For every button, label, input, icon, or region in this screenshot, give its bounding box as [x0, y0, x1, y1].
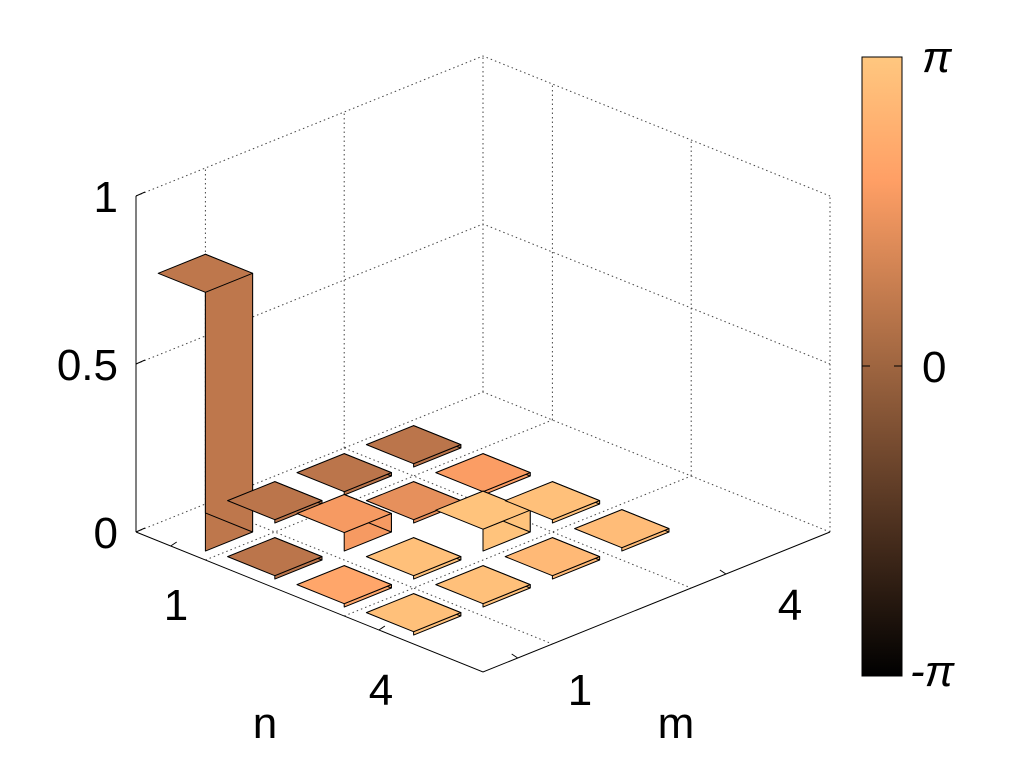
colorbar-tick-label: 0	[922, 343, 946, 392]
floor-axis-line	[135, 531, 831, 673]
bar-side-face	[204, 253, 254, 533]
bar-top-face	[365, 537, 462, 577]
n-axis-label: n	[253, 699, 277, 748]
n-tick	[378, 625, 386, 631]
m-tick-label: 4	[778, 581, 802, 630]
colorbar-tick-label: -π	[910, 647, 956, 696]
m-tick	[511, 653, 518, 659]
m-tick-label: 1	[568, 666, 592, 715]
bar-top-face	[296, 493, 392, 534]
grid-line	[135, 55, 831, 197]
z-tick	[135, 527, 146, 533]
bar	[365, 593, 462, 636]
bar	[504, 537, 601, 580]
bar	[296, 565, 392, 608]
bar	[296, 493, 392, 552]
z-tick-label: 0.5	[57, 341, 118, 390]
bar	[504, 481, 601, 524]
bar-top-face	[365, 425, 462, 465]
grid-line	[344, 475, 692, 617]
axis-labels: 0 0.5 1 1 4 1 4 n m	[57, 173, 802, 748]
bar-top-face	[504, 537, 601, 577]
axes	[135, 191, 831, 673]
bar-top-face	[435, 453, 531, 493]
z-tick	[135, 191, 146, 197]
n-tick-label: 1	[164, 581, 188, 630]
bar-top-face	[296, 453, 392, 493]
bar-top-face	[365, 593, 462, 633]
m-axis-label: m	[658, 699, 695, 748]
grid-line	[205, 419, 553, 561]
n-tick-label: 4	[369, 666, 393, 715]
bar	[157, 253, 254, 552]
grid-line	[344, 447, 692, 589]
z-tick-label: 0	[94, 509, 118, 558]
z-tick	[135, 359, 146, 365]
axis-grid	[135, 55, 831, 645]
bar	[227, 481, 323, 524]
m-tick	[719, 569, 727, 575]
bar-top-face	[227, 481, 323, 521]
bar	[365, 537, 462, 580]
bar	[574, 509, 670, 552]
colorbar: π 0 -π	[861, 33, 956, 696]
bar-top-face	[435, 565, 531, 605]
grid-line	[205, 503, 553, 645]
bar-top-face	[227, 537, 323, 577]
n-tick	[170, 541, 177, 547]
z-tick-label: 1	[94, 173, 118, 222]
bars	[157, 253, 670, 636]
bar-top-face	[296, 565, 392, 605]
bar	[435, 565, 531, 608]
bar-top-face	[504, 481, 601, 521]
bar	[296, 453, 392, 496]
bar	[435, 490, 531, 552]
bar	[435, 453, 531, 496]
colorbar-tick-label: π	[922, 33, 953, 82]
bar-top-face	[574, 509, 670, 549]
bar	[227, 537, 323, 580]
bar-top-face	[157, 253, 254, 293]
bar	[365, 425, 462, 468]
